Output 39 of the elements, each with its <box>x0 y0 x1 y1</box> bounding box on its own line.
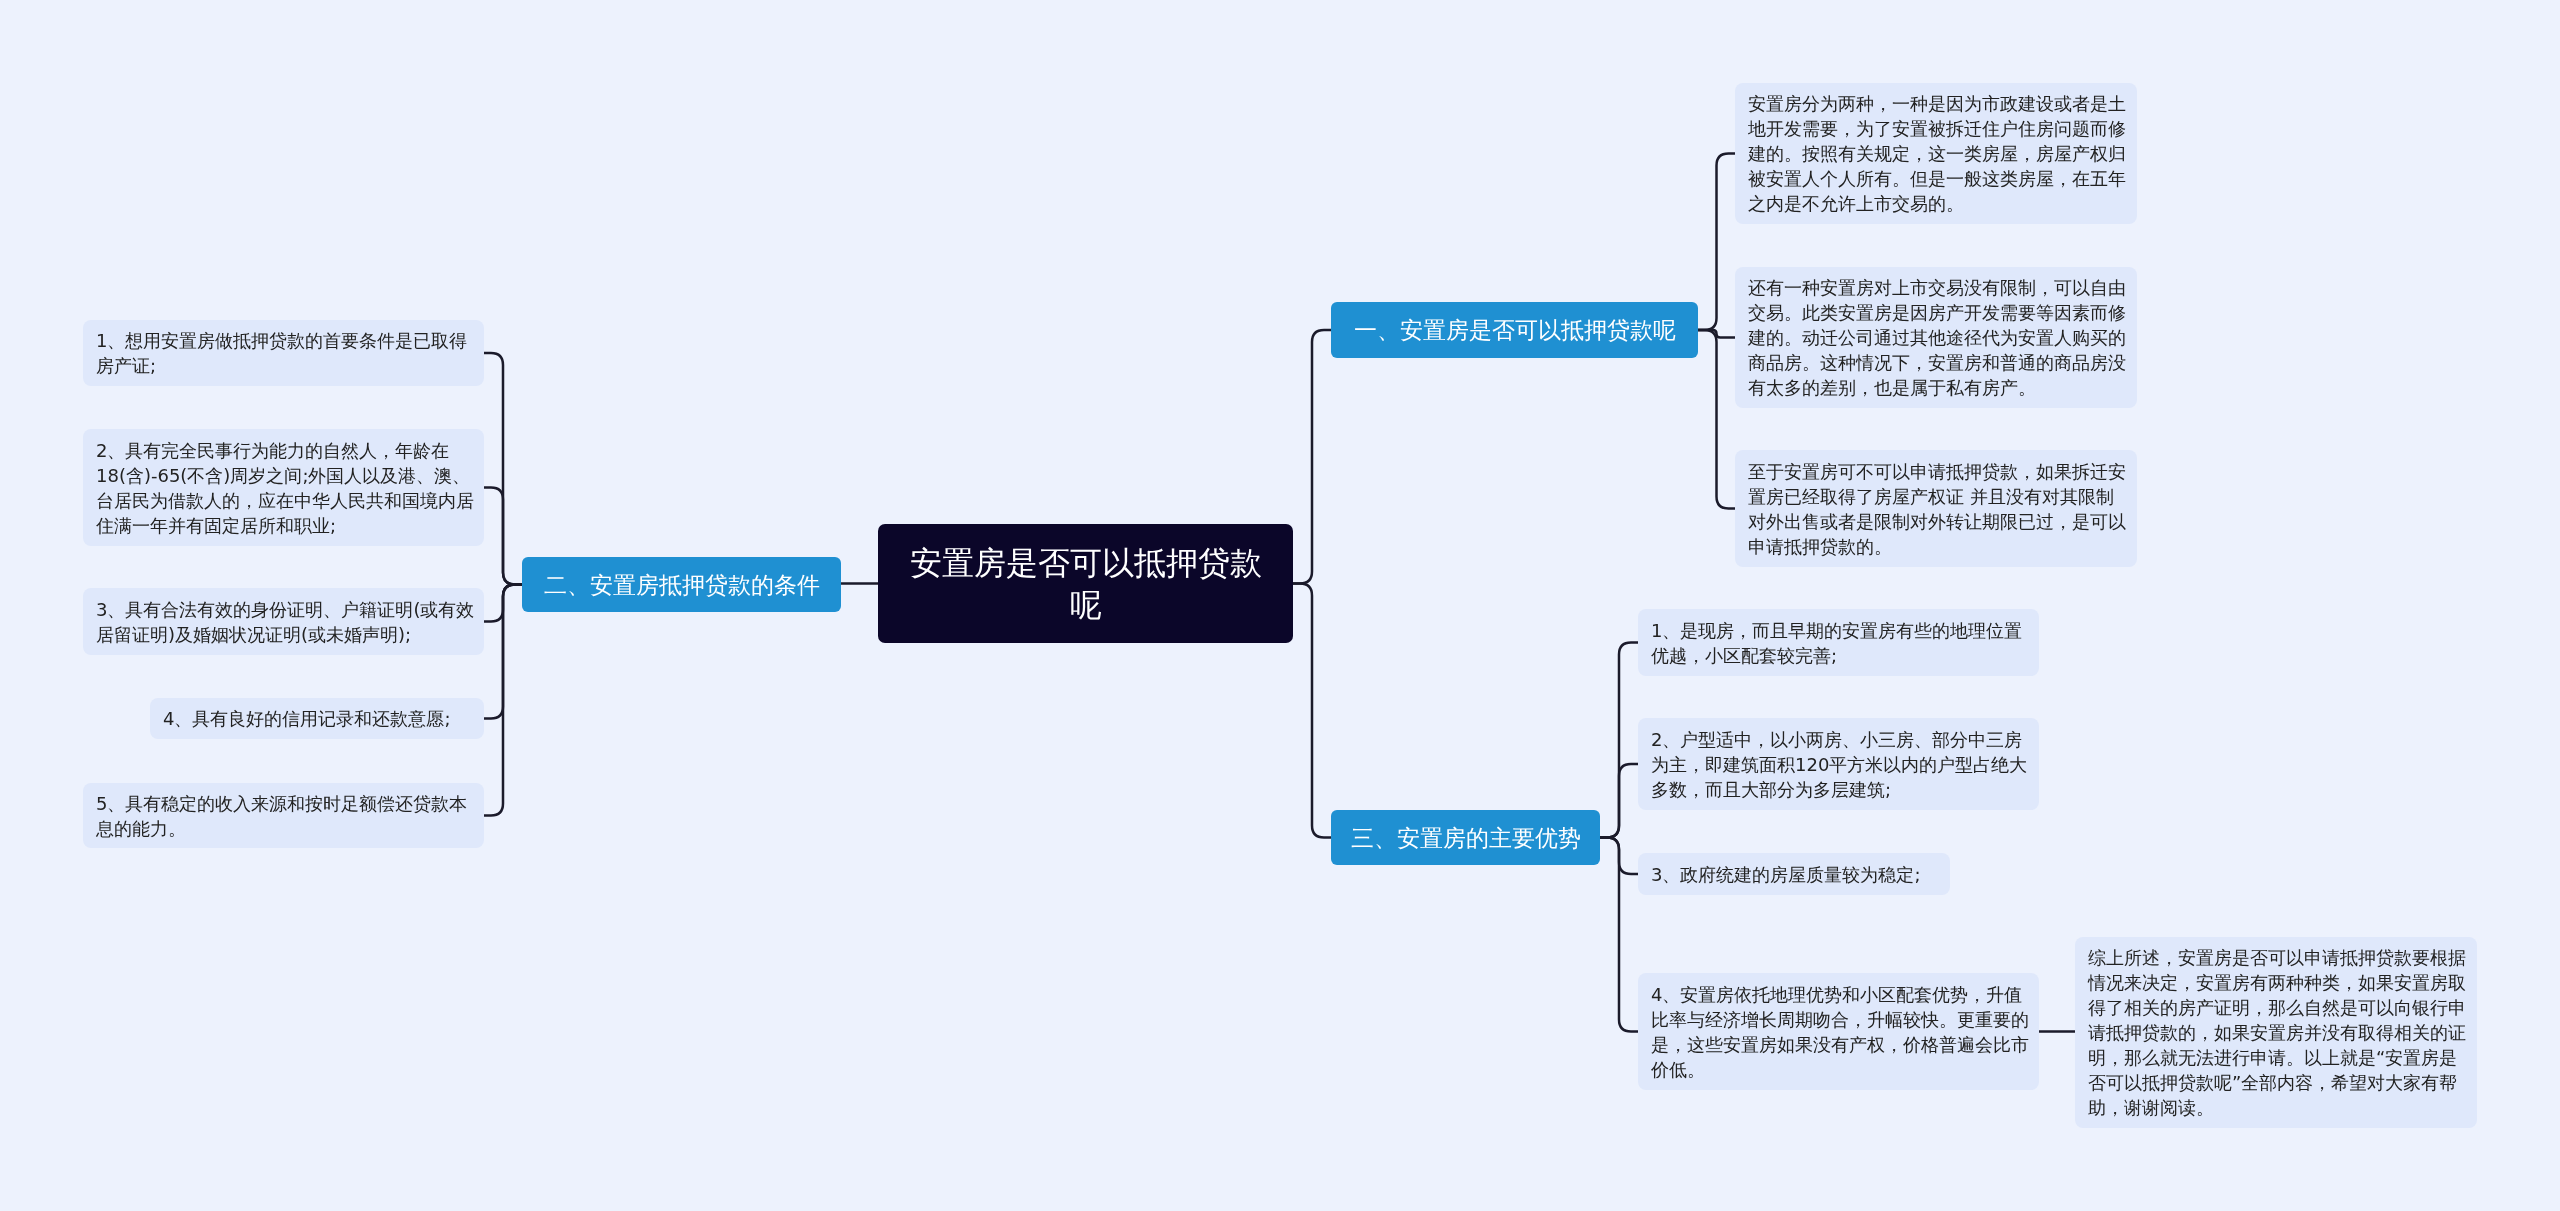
note-box <box>83 429 484 546</box>
note-text: 2、户型适中，以小两房、小三房、部分中三房为主，即建筑面积120平方米以内的户型占绝大多数，而且大部分为多层建筑; <box>1651 727 2029 802</box>
connector-line <box>1291 582 1333 839</box>
note-text: 还有一种安置房对上市交易没有限制，可以自由交易。此类安置房是因房产开发需要等因素而修建的。动迁公司通过其他途径代为安置人购买的商品房。这种情况下，安置房和普通的商品房没有太多的差别，也是属于私有房产。 <box>1748 276 2127 400</box>
note-box <box>150 698 484 739</box>
note-text: 安置房分为两种，一种是因为市政建设或者是土地开发需要，为了安置被拆迁住户住房问题而修建的。按照有关规定，这一类房屋，房屋产权归被安置人个人所有。但是一般这类房屋，在五年之内是不允许上市交易的。 <box>1748 92 2127 216</box>
note-box <box>1735 83 2137 224</box>
note-box <box>1638 609 2039 676</box>
note-text: 综上所述，安置房是否可以申请抵押贷款要根据情况来决定，安置房有两种种类，如果安置房取得了相关的房产证明，那么自然是可以向银行申请抵押贷款的，如果安置房并没有取得相关的证明，那么就无法进行申请。以上就是“安置房是否可以抵押贷款呢”全部内容，希望对大家有帮助，谢谢阅读。 <box>2088 946 2467 1120</box>
note-box <box>83 320 484 386</box>
note-text: 1、想用安置房做抵押贷款的首要条件是已取得房产证; <box>96 329 469 378</box>
note-text: 4、安置房依托地理优势和小区配套优势，升值比率与经济增长周期吻合，升幅较快。更重要的是，这些安置房如果没有产权，价格普遍会比市价低。 <box>1651 982 2030 1082</box>
note-text: 3、政府统建的房屋质量较为稳定; <box>1651 862 1922 887</box>
central-topic-box <box>878 524 1293 643</box>
note-text: 3、具有合法有效的身份证明、户籍证明(或有效居留证明)及婚姻状况证明(或未婚声明); <box>96 597 476 647</box>
connector-line <box>1696 328 1737 510</box>
branch-topic-box <box>522 557 841 612</box>
note-box <box>83 783 484 848</box>
note-box <box>1735 267 2137 408</box>
connector-line <box>482 583 524 817</box>
connector-line <box>1598 836 1640 1033</box>
topic-text: 一、安置房是否可以抵押贷款呢 <box>1353 316 1676 345</box>
note-box <box>83 588 484 655</box>
note-text: 至于安置房可不可以申请抵押贷款，如果拆迁安置房已经取得了房屋产权证 并且没有对其限制对外出售或者是限制对外转让期限已过，是可以申请抵押贷款的。 <box>1748 459 2127 559</box>
note-text: 2、具有完全民事行为能力的自然人，年龄在18(含)-65(不含)周岁之间;外国人以及港、澳、台居民为借款人的，应在中华人民共和国境内居住满一年并有固定居所和职业; <box>96 438 475 538</box>
topic-text: 三、安置房的主要优势 <box>1350 823 1581 853</box>
connector-line <box>839 582 880 585</box>
connector-line <box>2037 1030 2077 1033</box>
note-box <box>1638 853 1950 895</box>
topic-text: 二、安置房抵押贷款的条件 <box>543 570 820 600</box>
note-box <box>1638 973 2039 1090</box>
branch-topic-box <box>1331 810 1600 865</box>
note-box <box>1638 718 2039 810</box>
branch-topic-box <box>1331 302 1698 358</box>
note-text: 4、具有良好的信用记录和还款意愿; <box>163 707 452 731</box>
note-text: 1、是现房，而且早期的安置房有些的地理位置优越，小区配套较完善; <box>1651 618 2024 668</box>
topic-text: 安置房是否可以抵押贷款呢 <box>908 542 1263 626</box>
note-box <box>1735 450 2137 567</box>
note-text: 5、具有稳定的收入来源和按时足额偿还贷款本息的能力。 <box>96 791 469 841</box>
